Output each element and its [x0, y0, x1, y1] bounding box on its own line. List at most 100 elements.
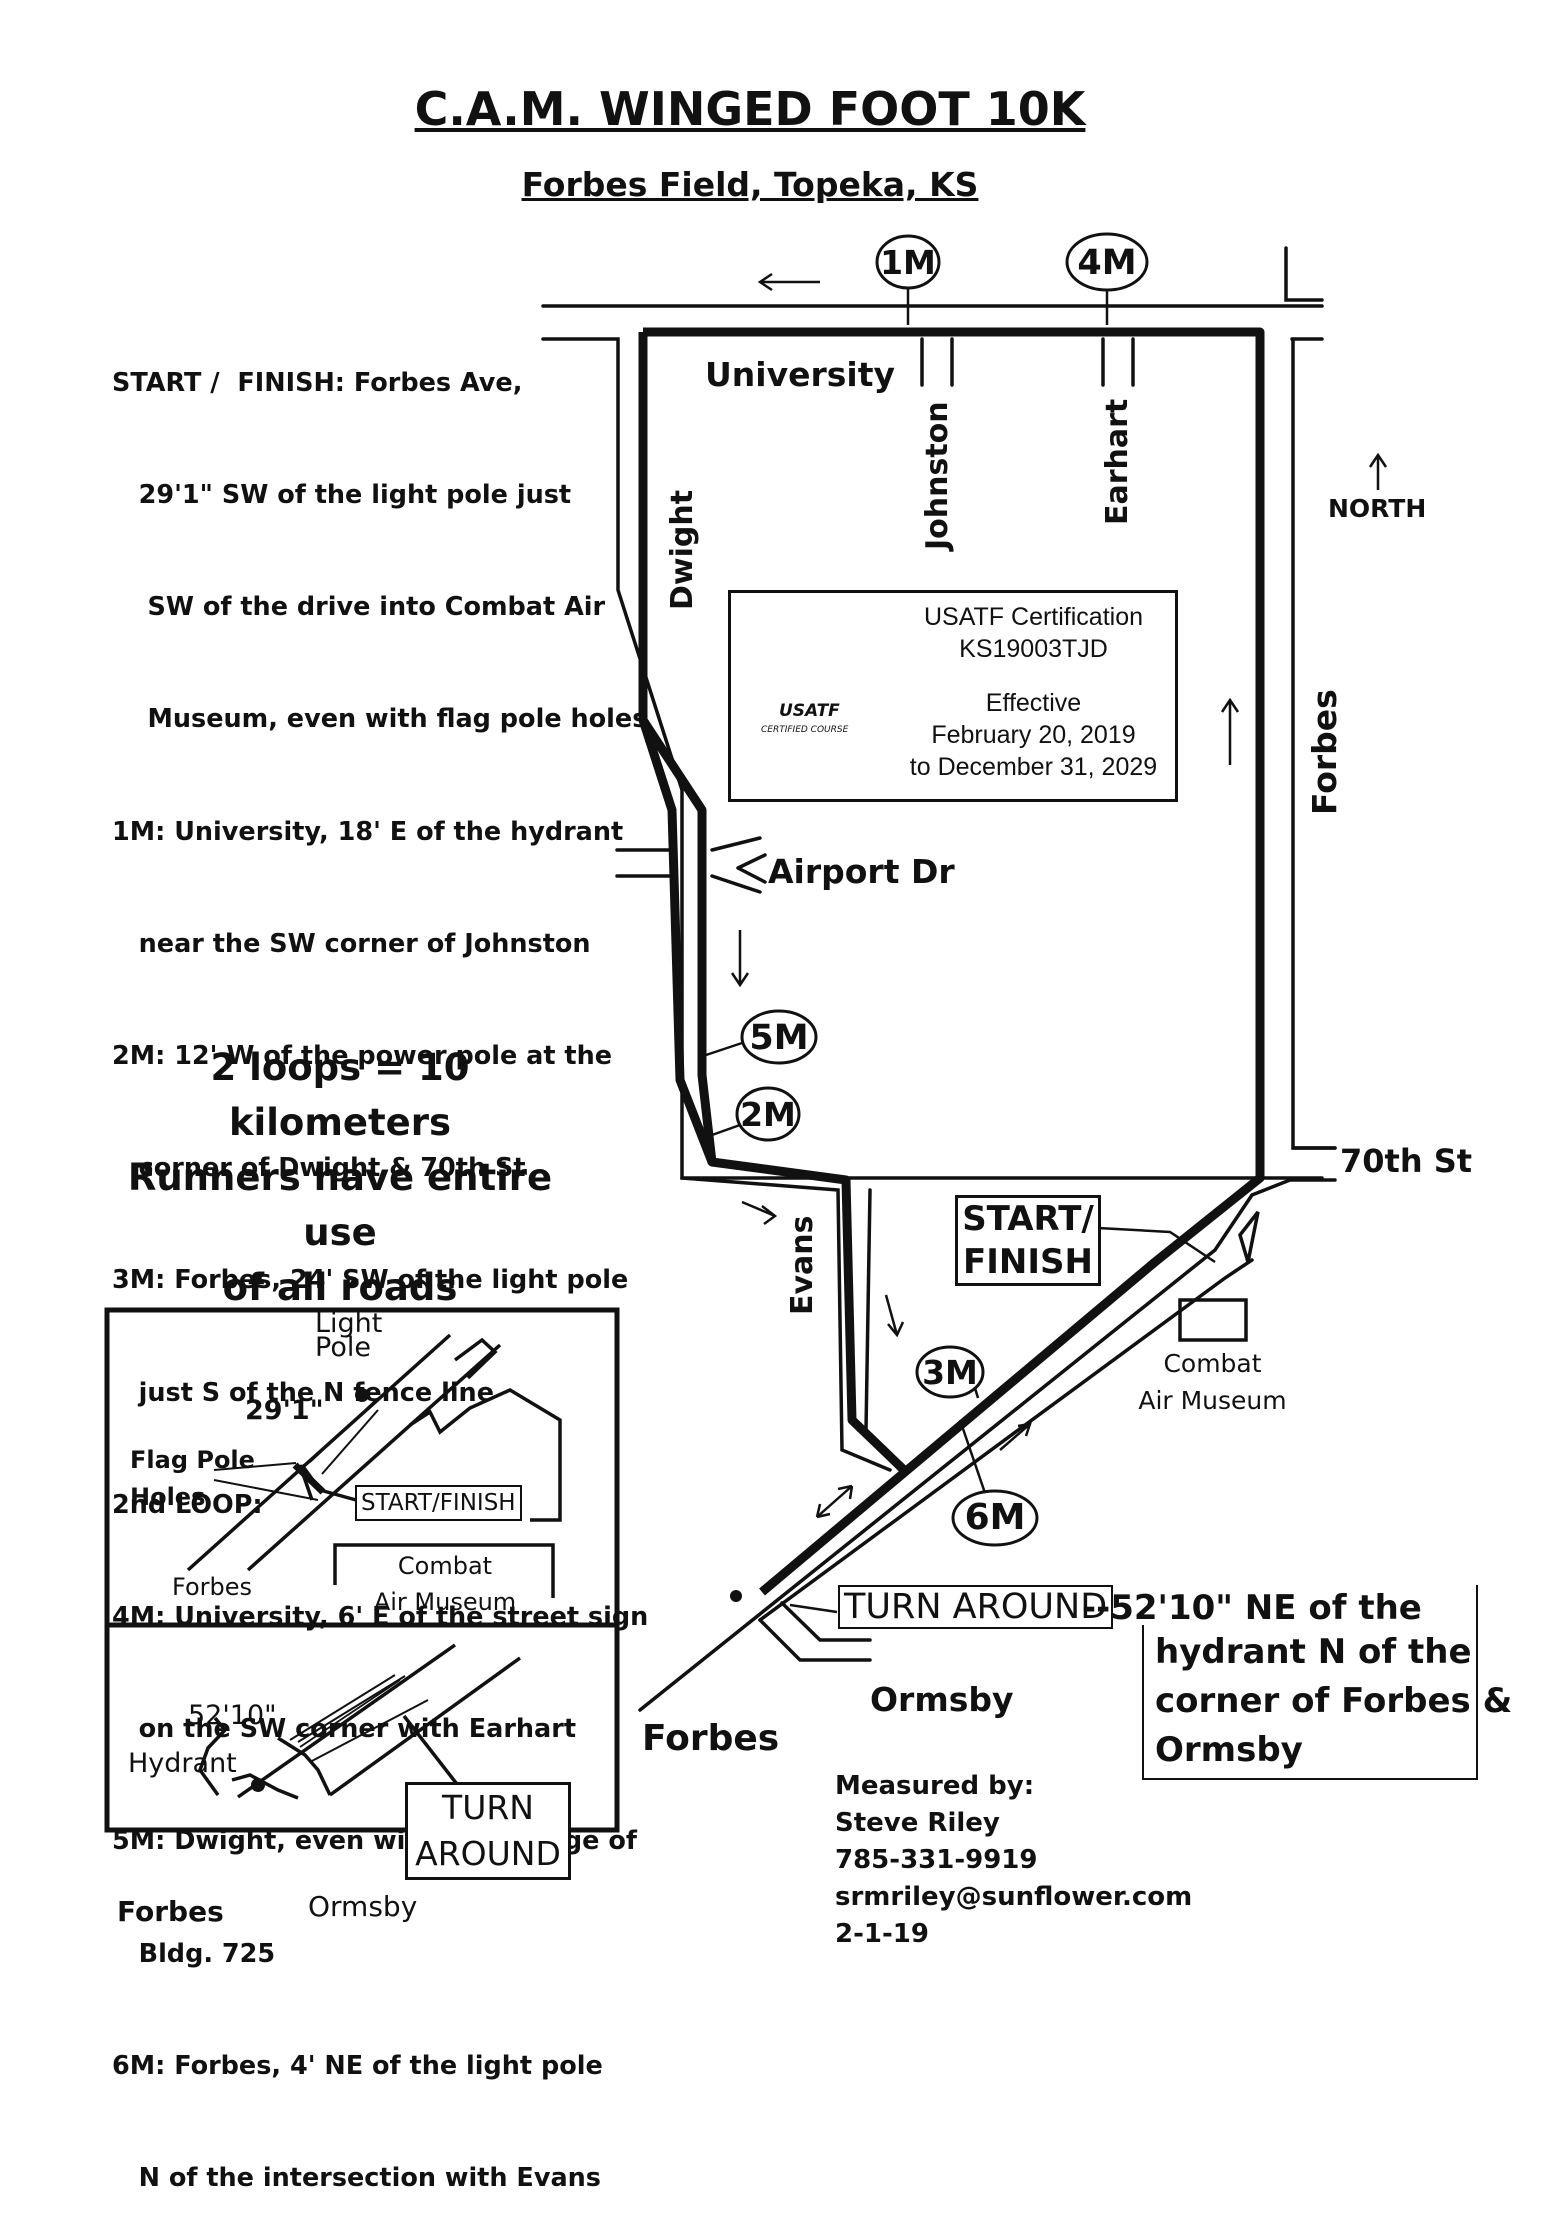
inset-text: Combat	[397, 1552, 493, 1580]
street-label-university: University	[705, 355, 896, 394]
certification-text: USATF Certification KS19003TJD Effective…	[891, 601, 1176, 783]
usatf-badge-sub: CERTIFIED COURSE	[761, 725, 849, 735]
street-label-earhart: Earhart	[1100, 398, 1135, 525]
note-line: 2M: 12' W of the power pole at the	[112, 1041, 613, 1072]
inset1-flag-pole: Flag Pole Holes	[130, 1442, 255, 1516]
start-finish-line: FINISH	[963, 1241, 1093, 1282]
turnaround-line: Ormsby	[1155, 1730, 1303, 1770]
inset2-distance: 52'10"	[188, 1700, 277, 1731]
inset2-forbes: Forbes	[117, 1895, 224, 1928]
note-line: SW of the drive into Combat Air	[112, 592, 606, 623]
page-title: C.A.M. WINGED FOOT 10K	[414, 82, 1086, 136]
note-line: 4M: University, 6' E of the street sign	[112, 1602, 649, 1633]
inset-text: Air Museum	[373, 1588, 517, 1616]
note-line: corner of Dwight & 70th St	[112, 1153, 526, 1184]
turnaround-line: corner of Forbes &	[1155, 1681, 1513, 1721]
loops-note: 2 loops = 10 kilometers Runners have ent…	[100, 1040, 580, 1315]
turnaround-head: TURN AROUND	[844, 1587, 1108, 1627]
street-label-forbes-sw: Forbes	[642, 1718, 780, 1759]
arrow-west	[757, 272, 820, 292]
note-line: near the SW corner of Johnston	[112, 928, 591, 959]
turnaround-frame	[1142, 1585, 1478, 1780]
inset-frame	[104, 1307, 620, 1833]
marker-2m: 2M	[740, 1095, 796, 1134]
course-route	[638, 327, 1265, 1596]
measured-line: Steve Riley	[835, 1808, 1000, 1838]
cert-line: Effective	[985, 689, 1082, 717]
street-label-johnston: Johnston	[920, 401, 955, 550]
turnaround-rest: --52'10" NE of the	[1082, 1588, 1422, 1628]
inset1-light-pole: Light Pole	[315, 1308, 383, 1363]
north-arrow-icon	[1368, 452, 1388, 490]
north-label: NORTH	[1328, 494, 1427, 523]
street-label-evans: Evans	[785, 1215, 820, 1315]
combat-museum-label: Combat Air Museum	[1125, 1345, 1300, 1419]
loops-line: 2 loops = 10 kilometers	[210, 1046, 470, 1144]
johnston-road	[920, 337, 954, 387]
marker-6m: 6M	[964, 1497, 1026, 1538]
inset-text: Light	[315, 1308, 383, 1339]
marker-3m: 3M	[922, 1353, 978, 1392]
street-label-forbes-east: Forbes	[1305, 689, 1344, 815]
arrow-north	[1220, 697, 1240, 765]
inset2-ormsby: Ormsby	[308, 1890, 418, 1923]
turnaround-detail: hydrant N of the corner of Forbes & Orms…	[1155, 1628, 1512, 1775]
certification-box: USATF CERTIFIED COURSE USATF Certificati…	[728, 590, 1178, 802]
inset1-distance: 29'1"	[245, 1395, 324, 1426]
airport-road	[615, 848, 677, 878]
note-line: N of the intersection with Evans	[112, 2163, 601, 2194]
forbes-road-diagonal	[638, 1193, 1254, 1712]
measured-email: srmriley@sunflower.com	[835, 1882, 1193, 1912]
street-label-70th: 70th St	[1340, 1142, 1473, 1180]
street-label-ormsby: Ormsby	[870, 1680, 1014, 1719]
page-subtitle: Forbes Field, Topeka, KS	[521, 165, 979, 204]
note-line: 6M: Forbes, 4' NE of the light pole	[112, 2050, 603, 2081]
note-line: just S of the N fence line	[112, 1377, 495, 1408]
marker-5m: 5M	[749, 1018, 809, 1058]
cert-line: KS19003TJD	[959, 635, 1108, 663]
inset1-forbes: Forbes	[172, 1573, 253, 1601]
measured-line: 785-331-9919	[835, 1845, 1038, 1875]
turnaround-frame-left	[1142, 1625, 1146, 1780]
note-line: Bldg. 725	[112, 1938, 276, 1969]
usatf-badge-name: USATF	[779, 701, 840, 721]
marker-4m: 4M	[1077, 243, 1137, 283]
measured-line: Measured by:	[835, 1771, 1035, 1801]
marker-1m: 1M	[880, 243, 936, 282]
combat-building	[1178, 1298, 1248, 1342]
inset-text: Holes	[130, 1483, 206, 1511]
cert-line: to December 31, 2029	[909, 753, 1158, 781]
measured-date: 2-1-19	[835, 1919, 929, 1949]
turnaround-box: TURN AROUND	[838, 1585, 1114, 1629]
note-line: 29'1" SW of the light pole just	[112, 480, 572, 511]
seventieth-road	[1250, 1146, 1337, 1197]
cert-line: USATF Certification	[923, 603, 1144, 631]
inset-text: TURN	[442, 1788, 534, 1827]
loops-line: of all roads	[222, 1266, 458, 1309]
street-label-dwight: Dwight	[665, 489, 700, 610]
inset-text: Pole	[315, 1332, 371, 1363]
inset-text: AROUND	[415, 1834, 561, 1873]
evans-road	[680, 1176, 892, 1472]
cert-line: February 20, 2019	[931, 721, 1136, 749]
note-line: 1M: University, 18' E of the hydrant	[112, 816, 624, 847]
arrow-south	[730, 930, 750, 988]
street-label-airport: Airport Dr	[768, 852, 955, 891]
inset-text: Flag Pole	[130, 1446, 255, 1474]
start-finish-line: START/	[962, 1199, 1094, 1239]
note-line: Museum, even with flag pole holes	[112, 704, 648, 735]
earhart-road	[1101, 337, 1135, 387]
note-line: START / FINISH: Forbes Ave,	[112, 367, 523, 398]
dwight-road-west	[541, 337, 1324, 1180]
inset2-turn-around: TURN AROUND	[405, 1782, 571, 1880]
ormsby-road	[758, 1601, 872, 1662]
combat-line: Air Museum	[1138, 1386, 1287, 1415]
note-line: 3M: Forbes, 24' SW of the light pole	[112, 1265, 629, 1296]
measured-by-block: Measured by: Steve Riley 785-331-9919 sr…	[835, 1768, 1192, 1953]
inset2-hydrant: Hydrant	[128, 1748, 237, 1779]
combat-line: Combat	[1163, 1349, 1262, 1378]
note-line: 2nd LOOP:	[112, 1489, 263, 1520]
inset1-start-finish: START/FINISH	[355, 1485, 522, 1521]
note-line: on the SW corner with Earhart	[112, 1714, 577, 1745]
start-finish-label: START/ FINISH	[955, 1195, 1101, 1286]
